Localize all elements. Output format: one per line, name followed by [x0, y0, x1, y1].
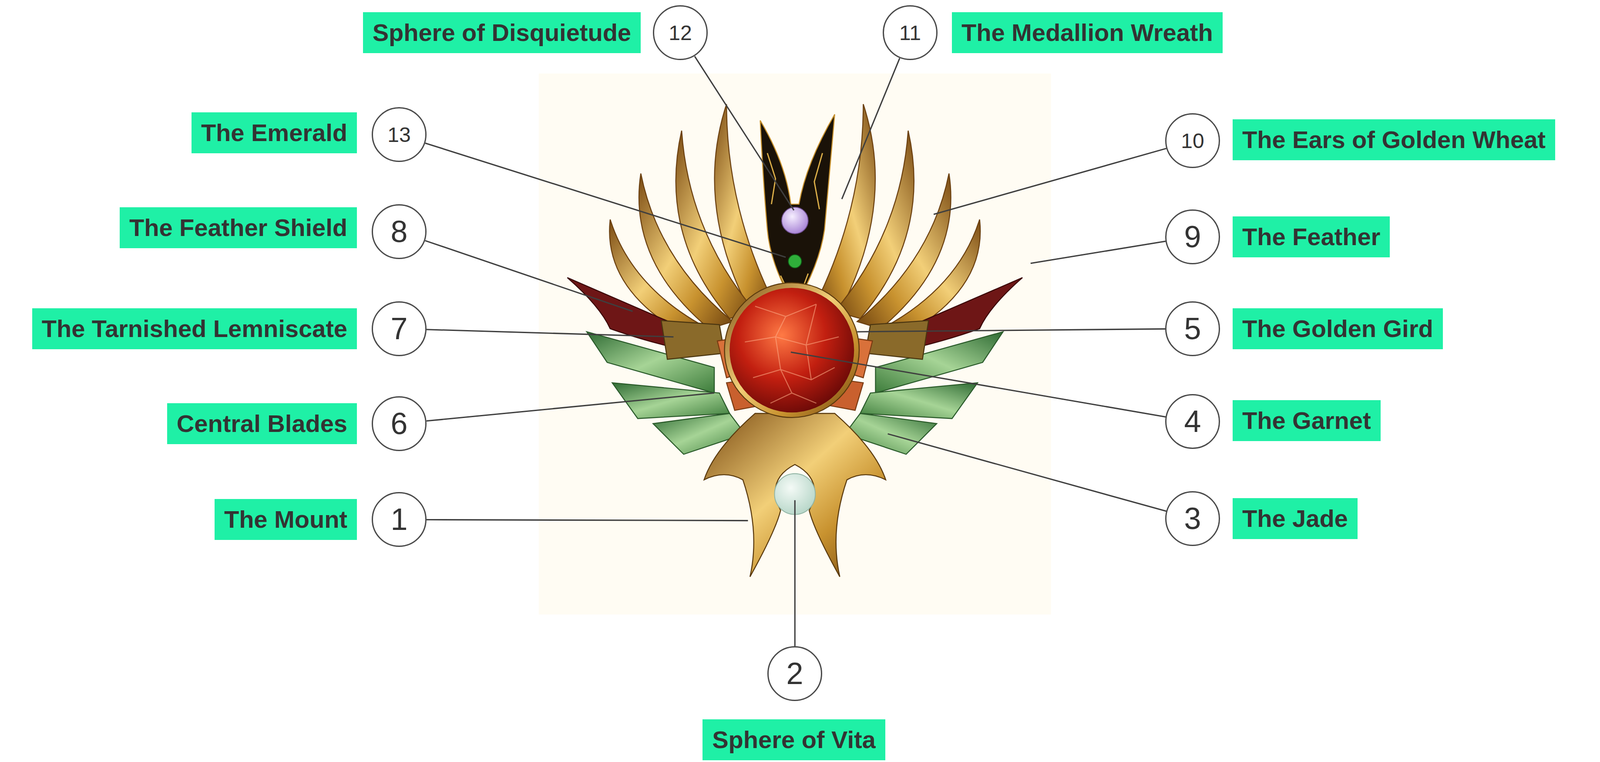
leader-lines: [425, 56, 1167, 646]
callout-number: 3: [1165, 490, 1221, 546]
part-label: The Tarnished Lemniscate: [32, 308, 357, 350]
part-name: The Feather Shield: [129, 213, 348, 242]
part-label: The Feather: [1232, 216, 1390, 258]
part-label: Sphere of Disquietude: [363, 12, 641, 54]
callout-number: 8: [371, 204, 427, 259]
leader-line: [794, 500, 796, 646]
part-label: Sphere of Vita: [702, 719, 886, 760]
garnet: [729, 287, 854, 413]
part-name: The Emerald: [201, 118, 348, 147]
leader-line: [857, 328, 1166, 332]
leader-line: [841, 58, 900, 200]
leader-line: [694, 56, 794, 211]
part-name: Sphere of Vita: [712, 725, 876, 754]
callout-number: 1: [371, 491, 427, 547]
medallion-wreath: [760, 114, 835, 307]
callout-number-text: 9: [1184, 219, 1202, 255]
callout-number: 9: [1165, 209, 1221, 265]
part-name: The Feather: [1242, 222, 1381, 251]
callout-number: 5: [1165, 301, 1221, 357]
part-name: Sphere of Disquietude: [372, 18, 632, 47]
leader-line: [426, 519, 748, 521]
part-label: The Medallion Wreath: [951, 12, 1223, 54]
leader-line: [933, 148, 1167, 215]
part-label: Central Blades: [167, 403, 357, 444]
garnet-ring: [724, 282, 860, 417]
leader-line: [426, 329, 674, 337]
callout-number-text: 5: [1184, 311, 1202, 347]
callout-number: 11: [882, 5, 938, 61]
emerald: [788, 254, 802, 268]
callout-number-text: 11: [899, 20, 922, 45]
callout-number: 4: [1165, 393, 1221, 449]
callout-number: 7: [371, 301, 427, 357]
part-label: The Jade: [1232, 497, 1358, 539]
sphere-disquietude: [781, 207, 809, 234]
callout-number: 6: [371, 396, 427, 451]
part-name: The Jade: [1242, 504, 1348, 533]
part-label: The Ears of Golden Wheat: [1232, 119, 1556, 161]
emblem-art: [425, 56, 1167, 646]
callout-number-text: 4: [1184, 403, 1202, 439]
callout-number-text: 8: [390, 214, 408, 249]
leader-line: [790, 352, 1166, 417]
callout-number-text: 3: [1184, 500, 1202, 536]
leader-line: [425, 240, 633, 312]
part-name: The Tarnished Lemniscate: [41, 314, 348, 343]
callout-number: 13: [371, 107, 427, 162]
leader-line: [426, 393, 715, 421]
part-name: The Garnet: [1242, 406, 1372, 435]
callout-number-text: 1: [390, 501, 408, 537]
callout-number: 10: [1165, 113, 1221, 169]
callout-number-text: 10: [1180, 128, 1204, 153]
part-label: The Garnet: [1232, 400, 1381, 441]
callout-number: 2: [767, 645, 823, 701]
garnet-facets: [744, 304, 839, 404]
callout-number-text: 7: [390, 311, 408, 347]
callout-number-text: 2: [786, 655, 804, 691]
leader-line: [887, 433, 1167, 511]
callout-number-text: 12: [668, 20, 692, 45]
leader-line: [425, 143, 786, 258]
part-name: The Golden Gird: [1242, 314, 1434, 343]
part-name: The Mount: [224, 505, 348, 534]
callout-number-text: 6: [390, 406, 408, 441]
gold-cracks: [767, 153, 823, 291]
callout-number-text: 13: [387, 122, 411, 147]
callout-number: 12: [652, 5, 708, 61]
leader-line: [1030, 241, 1166, 264]
part-label: The Golden Gird: [1232, 308, 1443, 350]
part-name: The Medallion Wreath: [961, 18, 1214, 47]
part-label: The Emerald: [191, 112, 357, 154]
part-name: Central Blades: [176, 409, 348, 438]
part-name: The Ears of Golden Wheat: [1242, 125, 1546, 154]
lemniscate: [661, 320, 725, 360]
part-label: The Mount: [214, 498, 357, 540]
part-label: The Feather Shield: [119, 207, 357, 249]
